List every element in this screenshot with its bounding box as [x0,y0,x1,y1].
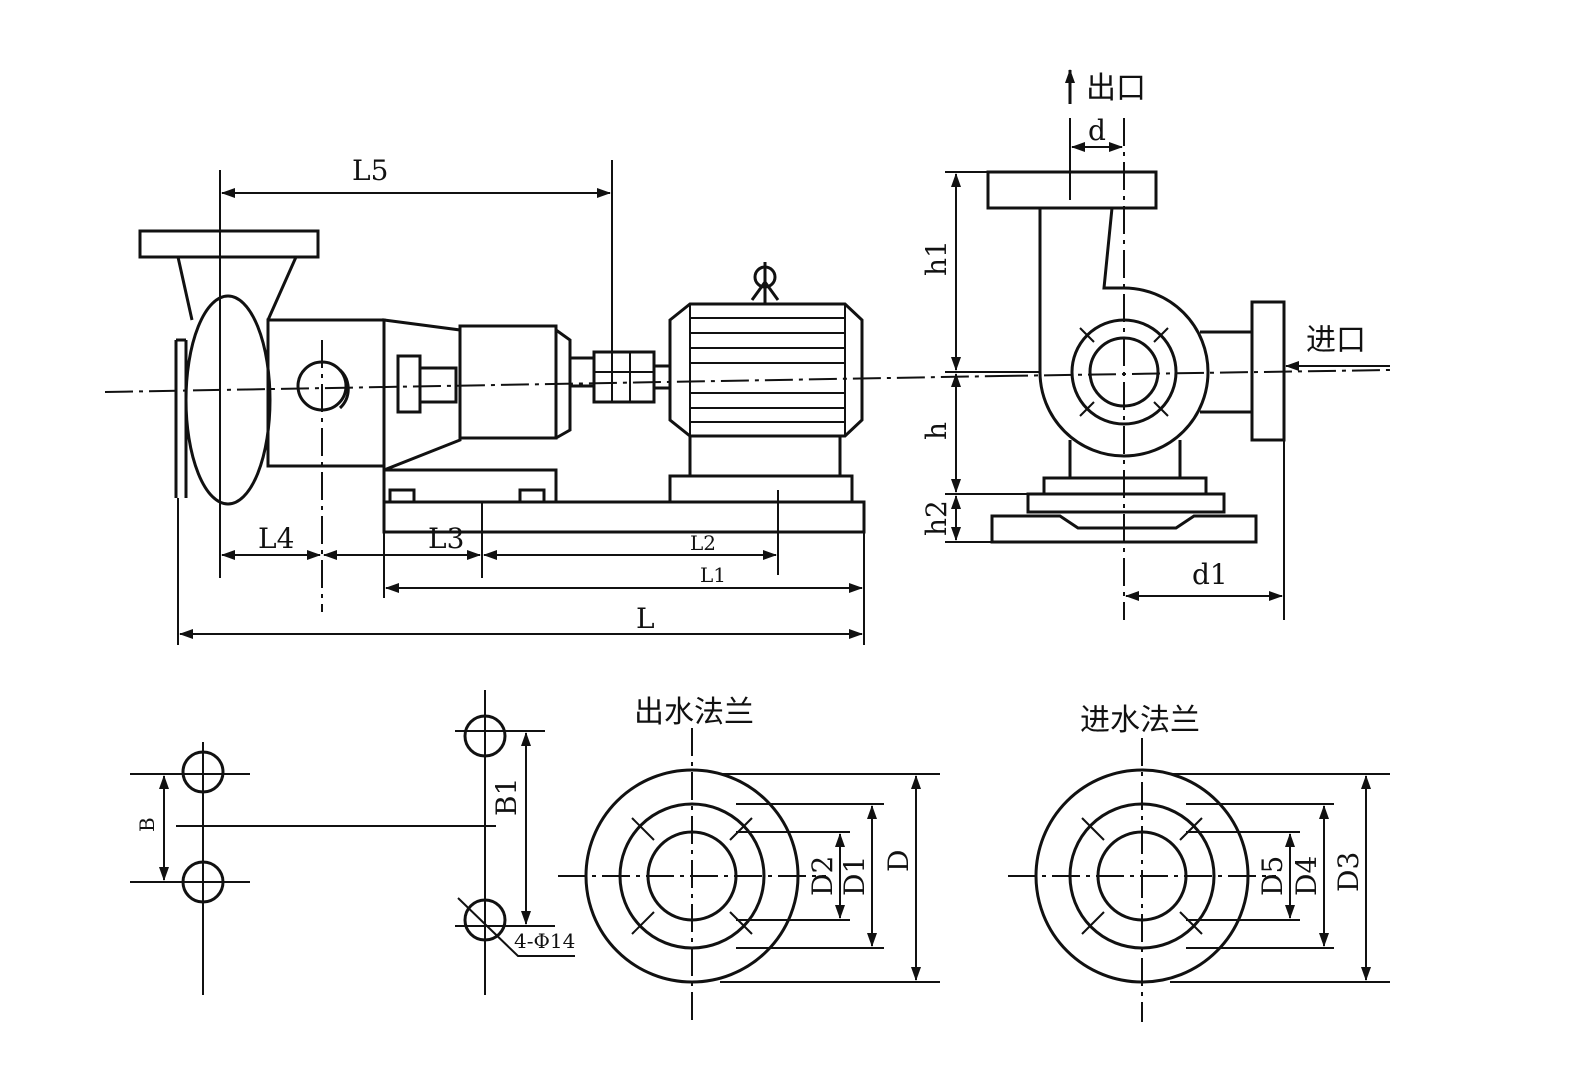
outlet-flange-title: 出水法兰 [634,695,754,730]
motor-foot [688,436,842,478]
dim-D-label: D [882,850,915,872]
bearing-housing [266,318,386,468]
dim-D4-label: D4 [1290,856,1323,896]
dim-d1-label: d1 [1192,558,1228,591]
intermediate-housing [458,324,558,440]
outlet-label: 出口 [1086,71,1146,106]
inlet-flange-title: 进水法兰 [1080,703,1200,738]
end-outlet-flange [986,170,1158,210]
dim-h1-label: h1 [920,240,953,276]
bracket [382,318,462,473]
dim-h2-label: h2 [920,500,953,536]
dim-D2-label: D2 [806,856,839,896]
outlet-neck [176,256,298,321]
end-impeller-ring [1070,318,1178,426]
coupling [592,350,656,404]
shaft-centerline [104,375,1001,393]
foot-hole-detail: B B1 4-Φ14 [130,690,575,995]
dim-L1-label: L1 [700,563,726,587]
dim-L4-label: L4 [258,522,294,555]
motor-body [668,302,864,438]
dim-L5-label: L5 [352,154,388,187]
dim-D3-label: D3 [1332,852,1365,892]
end-view: 出口 d 进口 h1 [920,69,1391,620]
dim-D1-label: D1 [838,856,871,896]
dim-L3-label: L3 [428,522,464,555]
outlet-flange-top [138,229,320,259]
dim-L2-label: L2 [690,531,716,555]
inlet-label: 进口 [1306,323,1366,358]
end-base [990,514,1258,544]
inlet-flange-detail: 进水法兰 D5 D4 D3 [1008,703,1390,1022]
hole-spec-label: 4-Φ14 [514,929,575,953]
end-volute [1038,207,1210,458]
dim-L-label: L [636,602,655,635]
dim-d-label: d [1088,114,1106,147]
hole-spec-leader [457,897,575,957]
side-view: L5 L4 L3 L2 L1 L [104,154,1001,645]
base-plate [382,500,866,534]
outlet-flange-detail: 出水法兰 D2 D1 D [558,695,940,1022]
pump-volute [184,294,272,506]
motor-fins [690,317,845,423]
dim-h-label: h [920,422,953,440]
dim-B1-label: B1 [490,778,523,816]
dim-D5-label: D5 [1256,856,1289,896]
dim-B-label: B [135,817,159,832]
